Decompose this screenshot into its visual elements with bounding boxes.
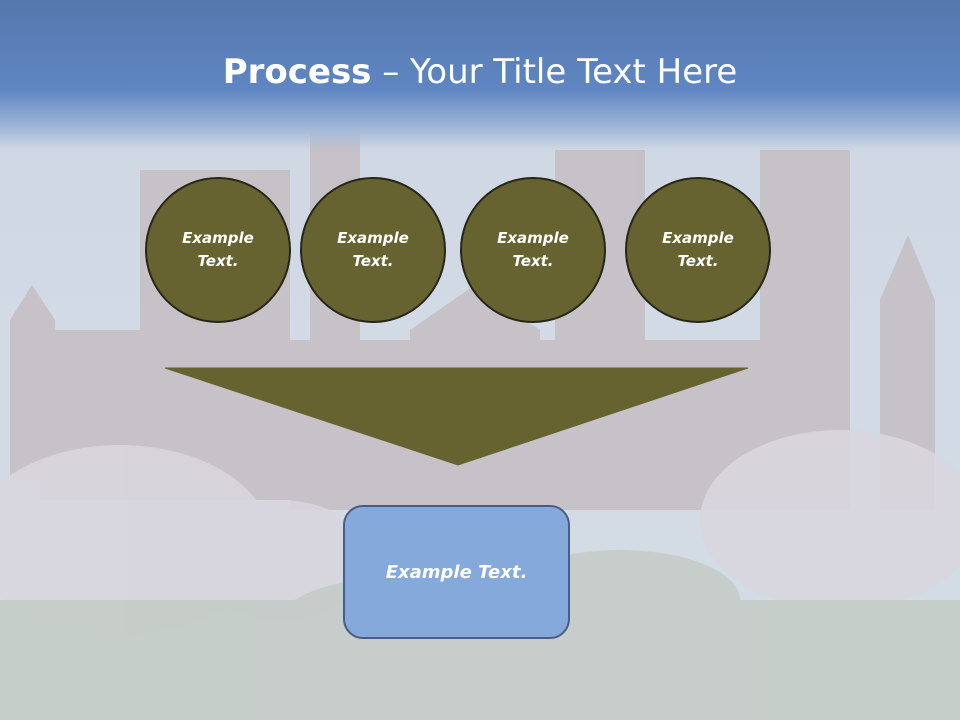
slide-title: Process – Your Title Text Here (0, 52, 960, 92)
result-box-text: Example Text. (385, 561, 528, 583)
result-box: Example Text. (343, 505, 570, 639)
circle-3-line2: Text. (512, 252, 554, 270)
title-bold: Process (222, 52, 372, 92)
circle-3-line1: Example (497, 229, 569, 247)
title-rest: – Your Title Text Here (371, 52, 738, 92)
circle-4-line2: Text. (677, 252, 719, 270)
circle-1-line2: Text. (197, 252, 239, 270)
circle-1-line1: Example (182, 229, 254, 247)
circle-2-line2: Text. (352, 252, 394, 270)
circle-4-line1: Example (662, 229, 734, 247)
circle-2-line1: Example (337, 229, 409, 247)
title-bar (0, 0, 960, 150)
